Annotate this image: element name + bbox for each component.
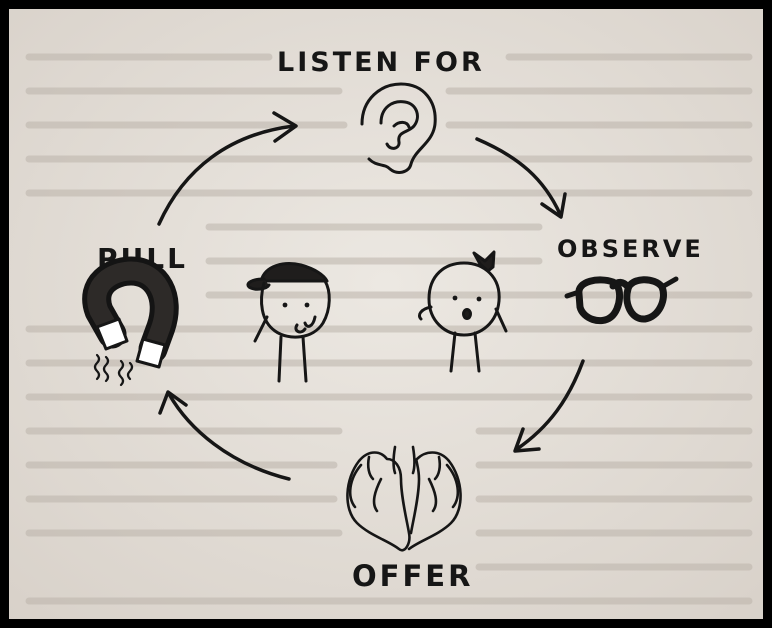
label-observe: OBSERVE [557, 235, 704, 263]
arrow-pull-to-listen [157, 111, 298, 226]
arrow-offer-to-pull [158, 390, 291, 481]
character-with-cap [246, 262, 331, 383]
magnet-icon [82, 256, 179, 387]
label-offer: OFFER [352, 559, 474, 593]
character-with-bow [417, 250, 508, 373]
label-listen-for: LISTEN FOR [277, 47, 485, 78]
arrow-listen-to-observe [475, 137, 567, 219]
cupped-hands-icon [346, 445, 462, 552]
arrow-observe-to-offer [513, 359, 585, 453]
illustration-frame: LISTEN FOR OBSERVE PULL OFFER [9, 9, 763, 619]
glasses-icon [564, 276, 679, 325]
ear-icon [360, 82, 437, 174]
